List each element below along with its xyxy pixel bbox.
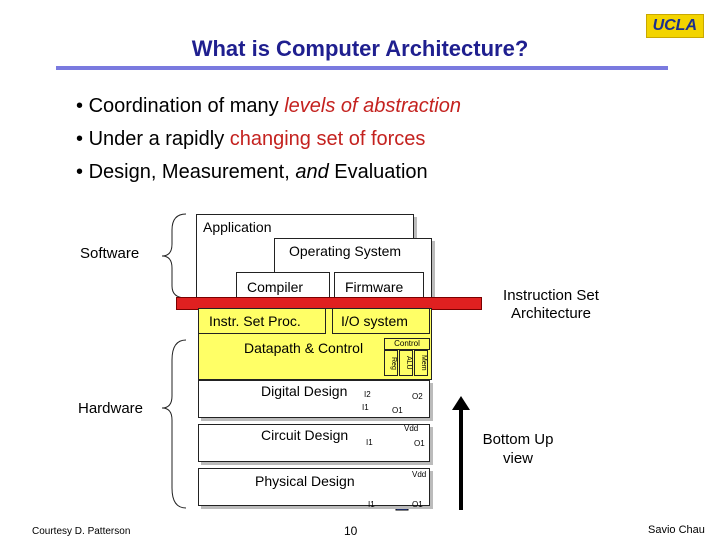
- physical-design-layer: Physical Design: [198, 468, 430, 506]
- circuit-design-label: Circuit Design: [261, 427, 349, 443]
- instr-set-proc-box: Instr. Set Proc.: [198, 308, 326, 334]
- physical-output-o1: O1: [412, 500, 423, 509]
- io-system-label: I/O system: [341, 313, 408, 329]
- mem-box: Mem: [414, 350, 428, 376]
- datapath-control-label: Datapath & Control: [244, 340, 364, 356]
- title-underline: [56, 66, 668, 70]
- hardware-label: Hardware: [78, 400, 144, 417]
- software-label: Software: [80, 245, 140, 262]
- compiler-label: Compiler: [247, 279, 304, 295]
- alu-box: ALU: [399, 350, 413, 376]
- digital-design-label: Digital Design: [261, 383, 348, 399]
- circuit-design-layer: Circuit Design: [198, 424, 430, 462]
- reg-box: Reg: [384, 350, 398, 376]
- gate-input-i2: I2: [364, 390, 371, 399]
- instr-set-proc-label: Instr. Set Proc.: [209, 313, 301, 329]
- digital-design-layer: Digital Design: [198, 380, 430, 418]
- slide-title: What is Computer Architecture?: [191, 36, 529, 61]
- control-box: Control: [384, 338, 430, 350]
- gate-output-o2: O2: [412, 392, 423, 401]
- bullet-list: • Coordination of many levels of abstrac…: [76, 90, 461, 189]
- circuit-output-o1: O1: [414, 439, 425, 448]
- circuit-input-i1: I1: [366, 438, 373, 447]
- physical-vdd: Vdd: [412, 470, 427, 479]
- circuit-vdd: Vdd: [404, 424, 419, 433]
- bullet-item: • Under a rapidly changing set of forces: [76, 128, 426, 150]
- gate-output-o1: O1: [392, 406, 403, 415]
- isa-label: Instruction Set Architecture: [503, 287, 599, 322]
- ucla-logo: UCLA: [645, 14, 704, 38]
- datapath-units: Reg ALU Mem: [384, 350, 428, 376]
- firmware-label: Firmware: [345, 279, 404, 295]
- footer-courtesy: Courtesy D. Patterson: [32, 526, 131, 537]
- footer-author: Savio Chau: [648, 524, 705, 536]
- bullet-item: • Coordination of many levels of abstrac…: [76, 95, 461, 117]
- bullet-item: • Design, Measurement, and Evaluation: [76, 161, 428, 183]
- page-number: 10: [344, 524, 358, 538]
- physical-design-label: Physical Design: [255, 473, 355, 489]
- physical-input-i1: I1: [368, 500, 375, 509]
- gate-input-i1: I1: [362, 403, 369, 412]
- bottom-up-label: Bottom Up view: [482, 431, 554, 467]
- io-system-box: I/O system: [332, 308, 430, 334]
- os-label: Operating System: [289, 243, 402, 259]
- application-label: Application: [203, 219, 272, 235]
